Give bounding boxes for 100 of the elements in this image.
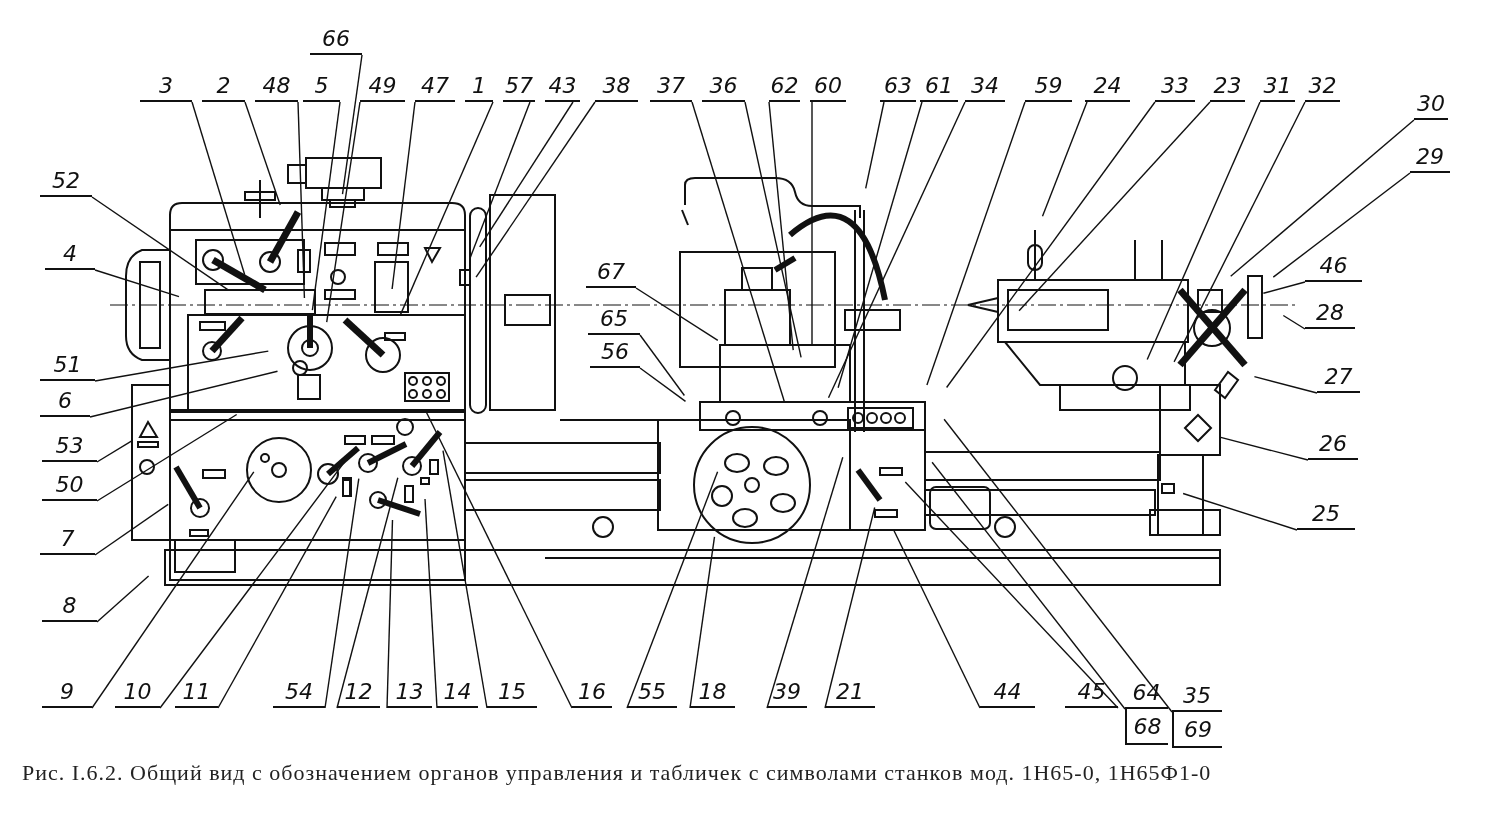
callout-number: 10 (115, 678, 160, 708)
leader-line (893, 529, 981, 709)
leader-line (691, 101, 786, 404)
callout-number: 21 (825, 678, 875, 708)
leader-line (96, 413, 238, 502)
callout-number: 23 (1210, 72, 1245, 102)
leader-line (94, 503, 169, 556)
callout-number: 55 (627, 678, 677, 708)
callout-number: 35 (1172, 682, 1222, 712)
leader-line (1230, 119, 1415, 277)
callout-number: 43 (545, 72, 580, 102)
callout-number: 39 (767, 678, 807, 708)
leader-line (94, 269, 180, 298)
leader-line (689, 536, 716, 709)
callout-number: 16 (572, 678, 612, 708)
leader-line (1282, 314, 1306, 330)
leader-line (336, 477, 399, 709)
leader-line (96, 575, 150, 623)
leader-line (311, 101, 341, 311)
callout-number: 3 (140, 72, 192, 102)
leader-line (191, 101, 246, 276)
callout-number: 56 (590, 338, 640, 368)
leader-line (425, 410, 573, 709)
callout-number: 33 (1155, 72, 1195, 102)
callout-number: 64 (1125, 679, 1168, 709)
callout-number: 63 (880, 72, 916, 102)
leader-line (837, 101, 923, 389)
callout-number: 49 (360, 72, 405, 102)
leader-line (91, 471, 255, 709)
callout-number: 24 (1085, 72, 1130, 102)
callout-number: 32 (1305, 72, 1340, 102)
callout-number: 28 (1305, 299, 1355, 329)
callout-number: 9 (42, 678, 92, 708)
callout-number: 36 (702, 72, 745, 102)
leader-line (768, 101, 794, 351)
callout-number: 60 (810, 72, 846, 102)
callout-number: 18 (690, 678, 735, 708)
leader-line (89, 370, 279, 418)
callout-number: 11 (175, 678, 218, 708)
leader-line (865, 101, 885, 190)
leader-line (326, 101, 361, 323)
leader-line (926, 101, 1026, 386)
leader-line (217, 496, 337, 709)
callout-number: 47 (415, 72, 455, 102)
leader-line (626, 471, 719, 709)
leader-line (399, 101, 494, 316)
callout-number: 8 (42, 592, 97, 622)
callout-number: 2 (202, 72, 245, 102)
leader-line (1182, 492, 1298, 531)
leader-line (1219, 436, 1309, 461)
leader-line (341, 54, 363, 195)
callout-number: 46 (1305, 252, 1362, 282)
leader-line (244, 101, 281, 206)
callout-number: 6 (40, 387, 90, 417)
callout-number: 4 (45, 240, 95, 270)
callout-number: 69 (1172, 712, 1222, 748)
leader-line (1173, 101, 1306, 363)
callout-number: 1 (465, 72, 493, 102)
leader-line (1272, 172, 1411, 278)
leader-line (1018, 101, 1211, 312)
leader-line (744, 101, 802, 359)
callout-number: 30 (1414, 90, 1448, 120)
callout-number: 29 (1410, 143, 1450, 173)
callout-number: 45 (1065, 678, 1118, 708)
callout-number: 57 (503, 72, 535, 102)
leader-line (1253, 375, 1318, 394)
leader-line (297, 101, 306, 299)
callout-number: 51 (40, 351, 95, 381)
callout-number: 12 (337, 678, 380, 708)
callout-number: 54 (273, 678, 325, 708)
callout-number: 50 (42, 471, 97, 501)
callout-number: 53 (42, 432, 97, 462)
leader-line (479, 101, 574, 248)
callout-number: 26 (1308, 430, 1358, 460)
figure-caption: Рис. I.6.2. Общий вид с обозначением органов управления и табличек с символами станков мод. 1Н65-0, 1Н65Ф1-0 (22, 760, 1212, 786)
leader-line (1041, 101, 1088, 217)
leader-line (391, 101, 416, 290)
leader-line (931, 461, 1126, 710)
leader-line (386, 519, 394, 709)
leader-line (324, 477, 360, 709)
callout-number: 14 (437, 678, 478, 708)
leader-line (635, 287, 719, 341)
callout-number: 44 (980, 678, 1035, 708)
callout-number: 59 (1025, 72, 1072, 102)
leader-line (639, 334, 686, 397)
callout-number: 61 (920, 72, 958, 102)
leader-line (469, 101, 531, 258)
callout-number: 31 (1260, 72, 1295, 102)
leader-line (91, 196, 229, 291)
callout-number: 65 (588, 305, 640, 335)
leader-line (159, 461, 345, 709)
callout-number: 13 (387, 678, 432, 708)
leader-line (904, 481, 1119, 709)
leader-line (827, 101, 966, 399)
leader-line (442, 450, 488, 709)
callout-number: 67 (586, 258, 636, 288)
callout-number: 66 (310, 25, 362, 55)
leader-line (766, 456, 844, 709)
leader-line (1262, 281, 1306, 294)
leader-line (945, 101, 1156, 389)
